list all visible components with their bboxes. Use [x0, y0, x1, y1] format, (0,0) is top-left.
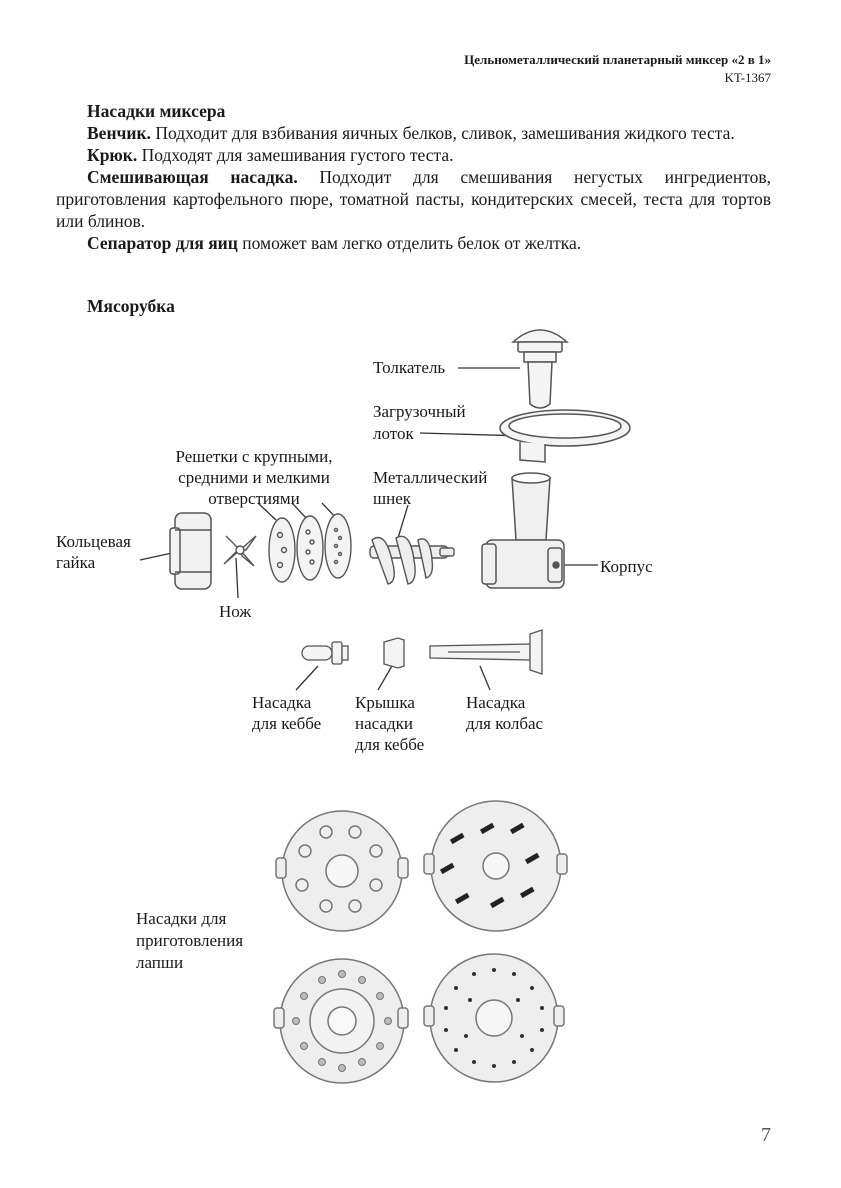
label-body: Корпус [600, 556, 653, 577]
grid-plate-large-icon [269, 518, 295, 582]
sausage-leader-line [480, 666, 490, 690]
kebbe-attachment-icon [302, 642, 348, 664]
label-pusher: Толкатель [373, 357, 445, 378]
label-kebbe-cap-line1: Крышка [355, 692, 415, 713]
label-ring-nut-line2: гайка [56, 552, 95, 573]
label-grids-line1: Решетки с крупными, [166, 446, 342, 467]
grid-plate-medium-icon [297, 516, 323, 580]
label-noodles-line2: приготовления [136, 930, 243, 951]
label-knife: Нож [219, 601, 251, 622]
kebbe-cap-icon [384, 638, 404, 668]
page-number: 7 [761, 1124, 771, 1147]
label-auger-line1: Металлический [373, 467, 487, 488]
noodle-disc-4-icon [424, 954, 564, 1082]
knife-icon [224, 536, 256, 566]
label-auger-line2: шнек [373, 488, 411, 509]
label-kebbe-cap-line3: для кеббе [355, 734, 424, 755]
auger-leader-line [398, 505, 408, 538]
label-ring-nut-line1: Кольцевая [56, 531, 131, 552]
auger-icon [370, 536, 454, 584]
label-kebbe-cap-line2: насадки [355, 713, 413, 734]
label-sausage-line2: для колбас [466, 713, 543, 734]
noodle-disc-2-icon [424, 801, 567, 931]
knife-leader-line [236, 558, 238, 598]
label-grids-line2: средними и мелкими [166, 467, 342, 488]
sausage-attachment-icon [430, 630, 542, 674]
grid-plate-small-icon [325, 514, 351, 578]
feeding-tray-icon [500, 410, 630, 462]
label-sausage-line1: Насадка [466, 692, 525, 713]
kebbe-cap-leader-line [378, 666, 392, 690]
label-tray-line1: Загрузочный [373, 401, 466, 422]
kebbe-leader-line [296, 666, 318, 690]
ring-nut-leader-line [140, 553, 172, 560]
label-noodles-line3: лапши [136, 952, 183, 973]
noodle-disc-3-icon [274, 959, 408, 1083]
pusher-icon [513, 330, 567, 408]
grinder-body-icon [482, 473, 564, 588]
label-kebbe-line2: для кеббе [252, 713, 321, 734]
label-noodles-line1: Насадки для [136, 908, 226, 929]
noodle-disc-1-icon [276, 811, 408, 931]
label-kebbe-line1: Насадка [252, 692, 311, 713]
label-grids-line3: отверстиями [166, 488, 342, 509]
ring-nut-icon [170, 513, 211, 589]
label-tray-line2: лоток [373, 423, 414, 444]
